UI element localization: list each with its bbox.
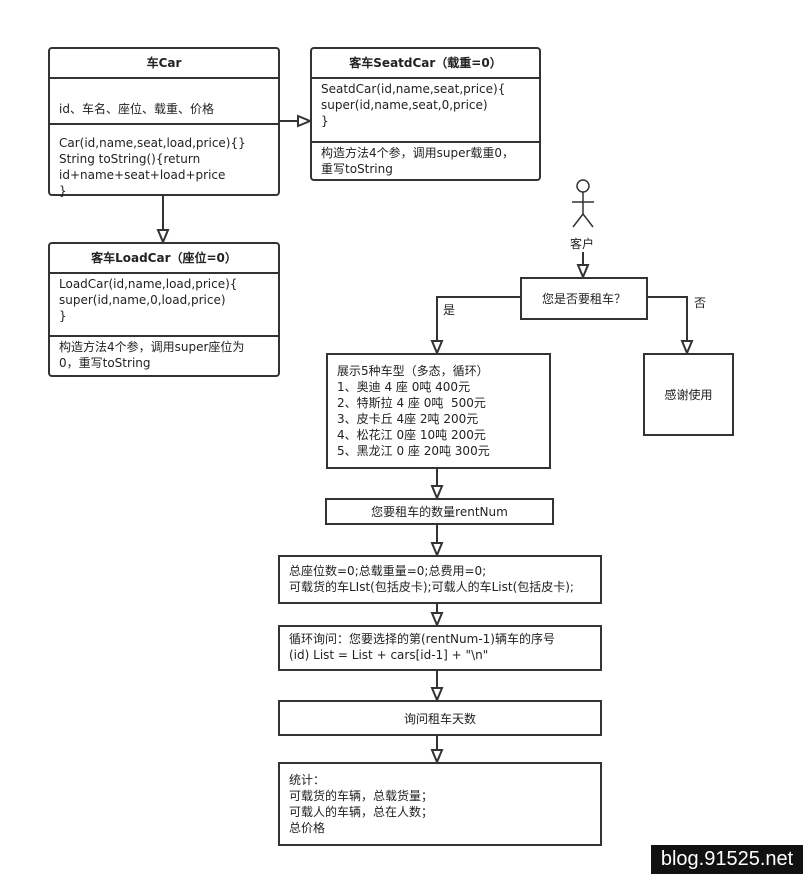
- days-box: 询问租车天数: [278, 700, 602, 736]
- loop-box: 循环询问：您要选择的第(rentNum-1)辆车的序号 (id) List = …: [278, 625, 602, 671]
- class-seatdcar: 客车SeatdCar（载重=0） SeatdCar(id,name,seat,p…: [310, 47, 541, 181]
- class-car: 车Car id、车名、座位、载重、价格 Car(id,name,seat,loa…: [48, 47, 280, 198]
- class-loadcar-note: 构造方法4个参，调用super座位为 0，重写toString: [50, 335, 278, 373]
- actor-label: 客户: [570, 237, 595, 251]
- arrow-loop-days: [430, 670, 444, 703]
- arrow-no: [647, 296, 694, 356]
- actor-icon: [572, 179, 594, 228]
- init-box: 总座位数=0;总载重量=0;总费用=0; 可载货的车LIst(包括皮卡);可载人…: [278, 555, 602, 604]
- yes-label: 是: [443, 303, 456, 317]
- decision-rent: 您是否要租车？: [520, 277, 648, 320]
- arrow-show-rentnum: [430, 468, 444, 501]
- inherit-arrow-seatd: [279, 114, 313, 128]
- class-loadcar-code: LoadCar(id,name,load,price){ super(id,na…: [59, 277, 238, 323]
- stats-box: 统计： 可载货的车辆，总载货量； 可载人的车辆，总在人数； 总价格: [278, 762, 602, 846]
- inherit-arrow-load: [156, 195, 170, 245]
- rentnum-box: 您要租车的数量rentNum: [325, 498, 554, 525]
- class-car-fields: id、车名、座位、载重、价格: [59, 102, 214, 116]
- class-loadcar-title: 客车LoadCar（座位=0）: [50, 244, 278, 274]
- class-car-methods: Car(id,name,seat,load,price){} String to…: [50, 123, 278, 201]
- arrow-init-loop: [430, 603, 444, 628]
- arrow-rentnum-init: [430, 524, 444, 558]
- arrow-days-stats: [430, 735, 444, 765]
- arrow-yes: [430, 296, 520, 356]
- class-seatdcar-code: SeatdCar(id,name,seat,price){ super(id,n…: [321, 82, 506, 128]
- arrow-actor-decision: [576, 252, 590, 280]
- thanks-box: 感谢使用: [643, 353, 734, 436]
- class-seatdcar-note: 构造方法4个参，调用super载重0， 重写toString: [312, 141, 539, 179]
- watermark: blog.91525.net: [651, 845, 803, 874]
- show-models-box: 展示5种车型（多态，循环） 1、奥迪 4 座 0吨 400元 2、特斯拉 4 座…: [326, 353, 551, 469]
- class-car-title: 车Car: [50, 49, 278, 79]
- no-label: 否: [694, 296, 707, 310]
- class-loadcar: 客车LoadCar（座位=0） LoadCar(id,name,load,pri…: [48, 242, 280, 377]
- class-seatdcar-title: 客车SeatdCar（载重=0）: [312, 49, 539, 79]
